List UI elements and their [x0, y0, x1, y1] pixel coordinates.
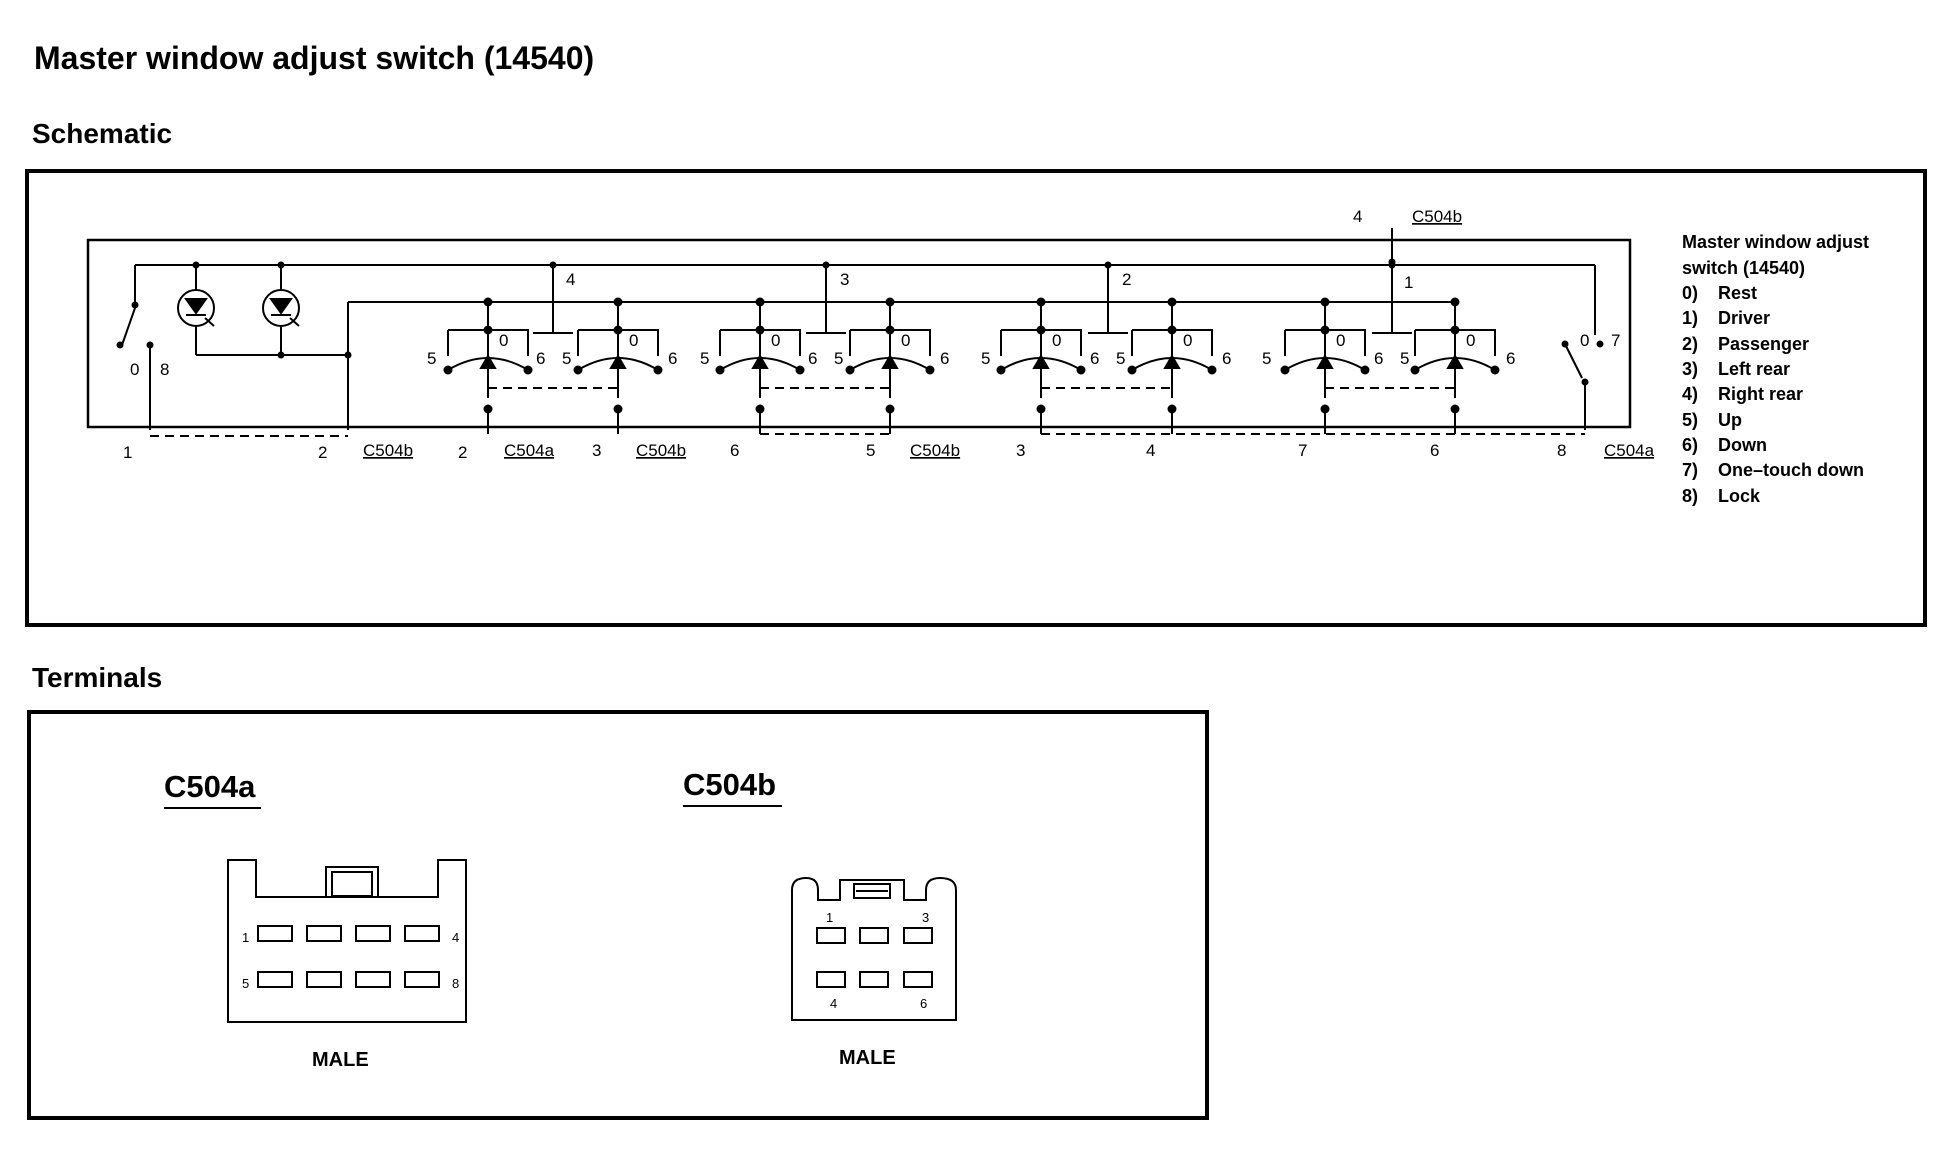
down-label: 6 [808, 349, 817, 368]
connector-label: C504b [910, 441, 960, 460]
pin-number: 1 [123, 443, 132, 462]
connector-label: C504a [504, 441, 555, 460]
connector-label: C504a [1604, 441, 1655, 460]
down-label: 6 [940, 349, 949, 368]
connector-c504b-title: C504b [683, 767, 776, 802]
svg-text:0): 0) [1682, 283, 1698, 303]
svg-text:7): 7) [1682, 460, 1698, 480]
down-label: 6 [1222, 349, 1231, 368]
terminals-frame [27, 710, 1209, 1120]
connector-c504a-face [227, 859, 467, 1023]
pin-label: 1 [242, 930, 249, 945]
pin-label: 5 [242, 976, 249, 991]
pin-number: 2 [318, 443, 327, 462]
legend-item: Lock [1718, 486, 1761, 506]
legend: Master window adjust switch (14540) 0) Re… [1682, 232, 1869, 506]
pin-label: 6 [920, 996, 927, 1011]
pin-label: 1 [826, 910, 833, 925]
onetouch-rest-label: 0 [1580, 331, 1589, 350]
legend-item: Right rear [1718, 384, 1803, 404]
page-title: Master window adjust switch (14540) [34, 40, 595, 76]
pin-number: 3 [1016, 441, 1025, 460]
down-label: 6 [668, 349, 677, 368]
down-label: 6 [536, 349, 545, 368]
pin-number: 5 [866, 441, 875, 460]
legend-title: Master window adjust [1682, 232, 1869, 252]
connector-label: C504b [636, 441, 686, 460]
schematic-heading: Schematic [32, 118, 173, 149]
rest-label: 0 [901, 331, 910, 350]
up-label: 5 [562, 349, 571, 368]
pin-number: 4 [1146, 441, 1155, 460]
pin-number: 6 [730, 441, 739, 460]
bus-label: 1 [1404, 273, 1413, 292]
legend-title: switch (14540) [1682, 258, 1805, 278]
connector-c504a-title: C504a [164, 769, 256, 804]
pin-label: 3 [922, 910, 929, 925]
connector-c504b-face [791, 876, 957, 1021]
pin-label: 8 [452, 976, 459, 991]
up-label: 5 [1400, 349, 1409, 368]
rest-label: 0 [1466, 331, 1475, 350]
up-label: 5 [700, 349, 709, 368]
rest-label: 0 [629, 331, 638, 350]
legend-item: One–touch down [1718, 460, 1864, 480]
rest-label: 0 [1052, 331, 1061, 350]
up-label: 5 [834, 349, 843, 368]
bus-label: 3 [840, 270, 849, 289]
legend-item: Rest [1718, 283, 1757, 303]
switch-body-outline [86, 238, 1632, 429]
svg-text:4): 4) [1682, 384, 1698, 404]
svg-text:5): 5) [1682, 410, 1698, 430]
connector-c504b-gender: MALE [839, 1047, 896, 1069]
rest-label: 0 [1336, 331, 1345, 350]
up-label: 5 [981, 349, 990, 368]
legend-item: Down [1718, 435, 1767, 455]
up-label: 5 [427, 349, 436, 368]
top-pin-label: 4 [1353, 207, 1362, 226]
top-connector-label: C504b [1412, 207, 1462, 226]
rest-label: 0 [771, 331, 780, 350]
connector-label: C504b [363, 441, 413, 460]
legend-item: Left rear [1718, 359, 1790, 379]
pin-label: 4 [452, 930, 459, 945]
pin-number: 3 [592, 441, 601, 460]
pin-number: 6 [1430, 441, 1439, 460]
schematic-frame [25, 169, 1927, 627]
svg-text:8): 8) [1682, 486, 1698, 506]
pin-number: 7 [1298, 441, 1307, 460]
terminals-heading: Terminals [32, 662, 163, 693]
lock-label: 8 [160, 360, 169, 379]
down-label: 6 [1090, 349, 1099, 368]
connector-c504a-gender: MALE [312, 1049, 369, 1071]
pin-number: 2 [458, 443, 467, 462]
pin-number: 8 [1557, 441, 1566, 460]
onetouch-label: 7 [1611, 331, 1620, 350]
svg-text:2): 2) [1682, 334, 1698, 354]
legend-item: Passenger [1718, 334, 1809, 354]
up-label: 5 [1262, 349, 1271, 368]
bus-label: 4 [566, 270, 575, 289]
legend-item: Up [1718, 410, 1742, 430]
svg-text:3): 3) [1682, 359, 1698, 379]
down-label: 6 [1374, 349, 1383, 368]
svg-text:1): 1) [1682, 308, 1698, 328]
down-label: 6 [1506, 349, 1515, 368]
lock-rest-label: 0 [130, 360, 139, 379]
up-label: 5 [1116, 349, 1125, 368]
rest-label: 0 [1183, 331, 1192, 350]
pin-label: 4 [830, 996, 837, 1011]
legend-item: Driver [1718, 308, 1770, 328]
bus-label: 2 [1122, 270, 1131, 289]
rest-label: 0 [499, 331, 508, 350]
svg-text:6): 6) [1682, 435, 1698, 455]
